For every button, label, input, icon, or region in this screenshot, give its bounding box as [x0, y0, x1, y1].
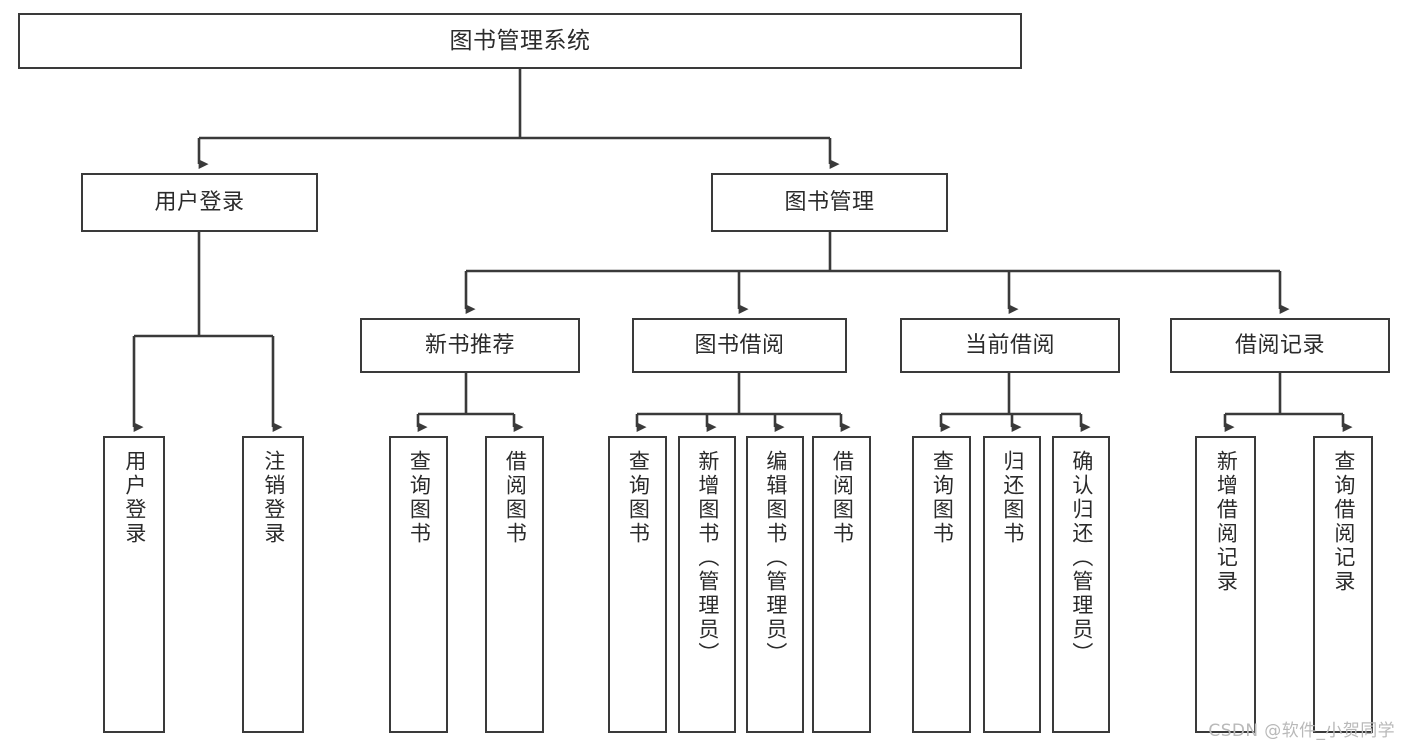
connector-group-user-login-to-leaves — [132, 232, 283, 432]
node-label: 借阅图书 — [503, 450, 528, 546]
node-borrow-record[interactable]: 借阅记录 — [1170, 318, 1390, 373]
node-label: 查询图书 — [626, 450, 651, 546]
connector-group-book-borrow-to-leaves — [635, 373, 851, 432]
node-book-management-system[interactable]: 图书管理系统 — [18, 13, 1022, 69]
node-label: 借阅图书 — [830, 450, 855, 546]
node-label: 用户登录 — [122, 450, 147, 546]
node-new-book-recommend[interactable]: 新书推荐 — [360, 318, 580, 373]
node-leaf-user-login[interactable]: 用户登录 — [103, 436, 165, 733]
node-label: 查询图书 — [930, 450, 955, 546]
node-leaf-borrow-book-2[interactable]: 借阅图书 — [812, 436, 871, 733]
node-label: 注销登录 — [261, 450, 286, 546]
node-label: 查询借阅记录 — [1331, 450, 1356, 594]
node-label: 新书推荐 — [424, 332, 515, 358]
node-label: 归还图书 — [1000, 450, 1025, 546]
node-label: 新增图书（管理员） — [695, 450, 720, 666]
node-leaf-query-book-2[interactable]: 查询图书 — [608, 436, 667, 733]
node-leaf-return-book[interactable]: 归还图书 — [983, 436, 1041, 733]
node-label: 当前借阅 — [964, 332, 1055, 358]
node-leaf-query-book-3[interactable]: 查询图书 — [912, 436, 971, 733]
node-label: 新增借阅记录 — [1214, 450, 1239, 594]
node-label: 用户登录 — [154, 189, 245, 215]
node-leaf-add-book-admin[interactable]: 新增图书（管理员） — [678, 436, 736, 733]
node-current-borrow[interactable]: 当前借阅 — [900, 318, 1120, 373]
node-user-login[interactable]: 用户登录 — [81, 173, 318, 232]
node-leaf-confirm-return-admin[interactable]: 确认归还（管理员） — [1052, 436, 1110, 733]
node-label: 编辑图书（管理员） — [763, 450, 788, 666]
node-label: 图书管理系统 — [449, 27, 591, 54]
node-label: 查询图书 — [407, 450, 432, 546]
csdn-watermark: CSDN @软件_小贺同学 — [1208, 721, 1395, 741]
connector-group-root-to-level2 — [197, 69, 840, 169]
node-leaf-query-borrow-record[interactable]: 查询借阅记录 — [1313, 436, 1373, 733]
connector-group-new-book-recommend-to-leaves — [416, 373, 524, 432]
node-leaf-query-book-1[interactable]: 查询图书 — [389, 436, 448, 733]
node-book-borrow[interactable]: 图书借阅 — [632, 318, 847, 373]
node-label: 图书借阅 — [694, 332, 785, 358]
node-leaf-edit-book-admin[interactable]: 编辑图书（管理员） — [746, 436, 804, 733]
connector-group-current-borrow-to-leaves — [939, 373, 1091, 432]
node-label: 确认归还（管理员） — [1069, 450, 1094, 666]
node-leaf-add-borrow-record[interactable]: 新增借阅记录 — [1195, 436, 1256, 733]
node-book-manage[interactable]: 图书管理 — [711, 173, 948, 232]
connector-group-book-manage-to-level3 — [464, 232, 1290, 314]
node-leaf-borrow-book-1[interactable]: 借阅图书 — [485, 436, 544, 733]
node-label: 借阅记录 — [1234, 332, 1325, 358]
connector-group-borrow-record-to-leaves — [1223, 373, 1353, 432]
node-label: 图书管理 — [784, 189, 875, 215]
node-leaf-user-logout[interactable]: 注销登录 — [242, 436, 304, 733]
